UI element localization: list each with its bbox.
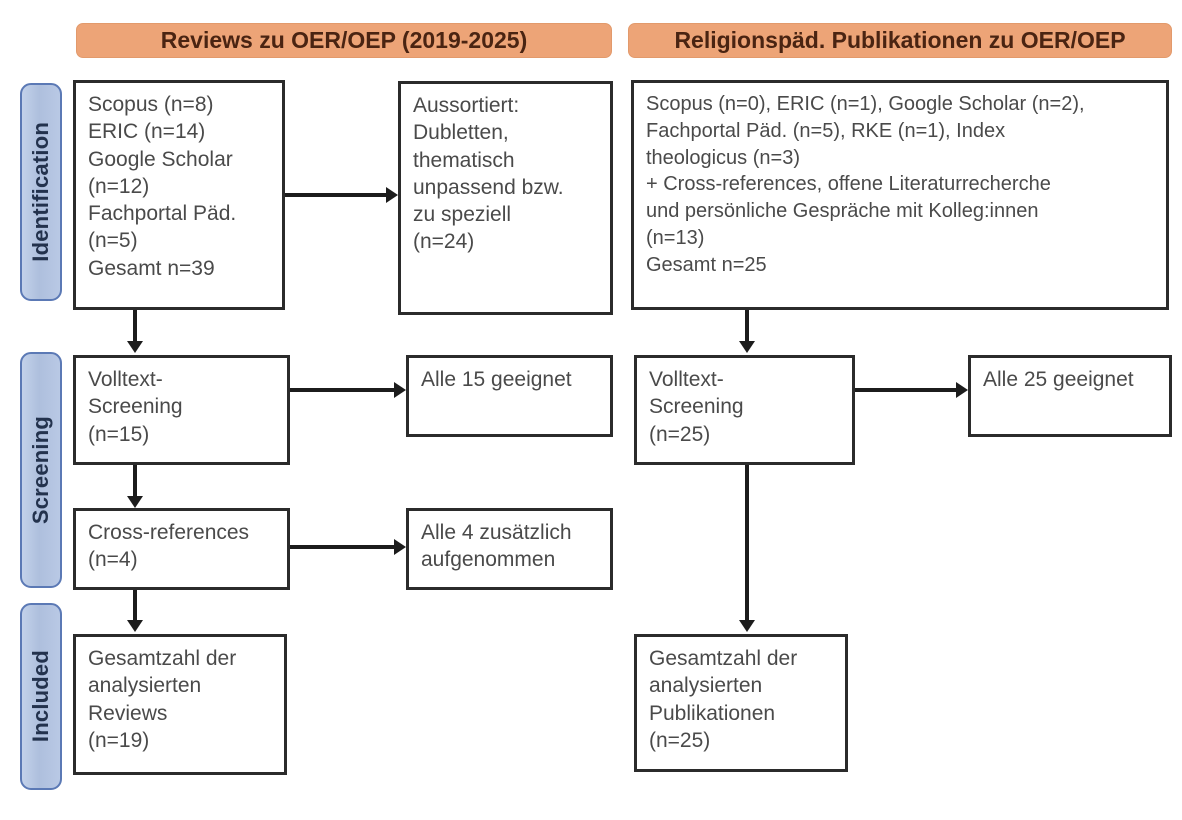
node-line: Gesamt n=25 <box>646 253 767 276</box>
column-header-publikationen-text: Religionspäd. Publikationen zu OER/OEP <box>674 27 1126 53</box>
arrowhead-right-fulltext-to-eligible <box>956 382 968 398</box>
node-line: Volltext- <box>649 368 724 391</box>
stage-label-screening: Screening <box>20 352 62 588</box>
node-line: Alle 25 geeignet <box>983 368 1134 391</box>
node-line: Screening <box>649 395 744 419</box>
node-line: (n=19) <box>88 728 150 752</box>
stage-label-identification: Identification <box>20 83 62 301</box>
node-line: Aussortiert: <box>413 94 520 117</box>
node-line: (n=15) <box>88 422 150 446</box>
node-left-crossreferences: Cross-references (n=4) <box>73 508 290 590</box>
node-line: aufgenommen <box>421 548 556 572</box>
node-left-fulltext-screening: Volltext- Screening (n=15) <box>73 355 290 465</box>
node-line: Scopus (n=0), ERIC (n=1), Google Scholar… <box>646 93 1085 115</box>
column-header-reviews: Reviews zu OER/OEP (2019-2025) <box>76 23 612 58</box>
node-line: (n=5) <box>88 229 138 253</box>
arrowhead-left-fulltext-to-eligible <box>394 382 406 398</box>
node-line: Fachportal Päd. (n=5), RKE (n=1), Index <box>646 119 1006 142</box>
arrowhead-right-ident-to-fulltext <box>739 341 755 353</box>
node-line: (n=12) <box>88 174 150 198</box>
node-line: + Cross-references, offene Literaturrech… <box>646 173 1051 196</box>
arrowhead-left-crossrefs-to-added <box>394 539 406 555</box>
node-left-crossrefs-added: Alle 4 zusätzlich aufgenommen <box>406 508 613 590</box>
node-line: Dubletten, <box>413 121 509 145</box>
stage-label-included: Included <box>20 603 62 790</box>
node-right-identification: Scopus (n=0), ERIC (n=1), Google Scholar… <box>631 80 1169 310</box>
connector-left-crossrefs-to-included <box>133 590 137 622</box>
stage-label-identification-text: Identification <box>28 122 53 262</box>
node-line: (n=25) <box>649 422 711 446</box>
column-header-reviews-text: Reviews zu OER/OEP (2019-2025) <box>160 27 528 53</box>
stage-label-included-text: Included <box>28 650 53 743</box>
node-line: analysierten <box>88 674 202 698</box>
node-line: ERIC (n=14) <box>88 120 206 144</box>
node-line: (n=4) <box>88 548 138 572</box>
stage-label-screening-text: Screening <box>28 415 53 525</box>
node-line: analysierten <box>649 674 763 698</box>
arrowhead-left-fulltext-to-crossrefs <box>127 496 143 508</box>
arrowhead-left-crossrefs-to-included <box>127 620 143 632</box>
node-line: Reviews <box>88 701 168 725</box>
node-right-eligible: Alle 25 geeignet <box>968 355 1172 437</box>
node-line: zu speziell <box>413 203 512 227</box>
node-line: (n=24) <box>413 230 475 254</box>
node-line: Alle 15 geeignet <box>421 368 572 391</box>
node-line: Screening <box>88 395 183 419</box>
node-line: (n=25) <box>649 728 711 752</box>
node-line: Gesamtzahl der <box>649 647 798 670</box>
node-right-included-total: Gesamtzahl der analysierten Publikatione… <box>634 634 848 772</box>
node-line: Gesamt n=39 <box>88 256 215 280</box>
column-header-publikationen: Religionspäd. Publikationen zu OER/OEP <box>628 23 1172 58</box>
node-line: thematisch <box>413 148 515 172</box>
connector-left-ident-to-fulltext <box>133 310 137 343</box>
node-line: unpassend bzw. <box>413 175 564 199</box>
arrowhead-right-fulltext-to-included <box>739 620 755 632</box>
connector-left-fulltext-to-eligible <box>290 388 394 392</box>
connector-right-ident-to-fulltext <box>745 310 749 343</box>
connector-right-fulltext-to-included <box>745 465 749 622</box>
node-line: Gesamtzahl der <box>88 647 237 670</box>
node-line: Fachportal Päd. <box>88 202 237 226</box>
node-line: Publikationen <box>649 701 776 725</box>
node-left-identification: Scopus (n=8) ERIC (n=14) Google Scholar … <box>73 80 285 310</box>
node-right-fulltext-screening: Volltext- Screening (n=25) <box>634 355 855 465</box>
connector-right-fulltext-to-eligible <box>855 388 956 392</box>
arrowhead-left-ident-to-fulltext <box>127 341 143 353</box>
node-left-eligible: Alle 15 geeignet <box>406 355 613 437</box>
connector-left-fulltext-to-crossrefs <box>133 465 137 498</box>
node-line: Google Scholar <box>88 147 233 171</box>
node-left-included-total: Gesamtzahl der analysierten Reviews (n=1… <box>73 634 287 775</box>
node-line: Scopus (n=8) <box>88 93 214 116</box>
node-line: (n=13) <box>646 226 705 249</box>
node-line: Cross-references <box>88 521 250 544</box>
node-line: Alle 4 zusätzlich <box>421 521 572 544</box>
node-left-excluded: Aussortiert: Dubletten, thematisch unpas… <box>398 81 613 315</box>
node-line: Volltext- <box>88 368 163 391</box>
connector-left-crossrefs-to-added <box>290 545 394 549</box>
connector-left-ident-to-excluded <box>285 193 386 197</box>
node-line: und persönliche Gespräche mit Kolleg:inn… <box>646 200 1039 223</box>
node-line: theologicus (n=3) <box>646 146 800 169</box>
arrowhead-left-ident-to-excluded <box>386 187 398 203</box>
